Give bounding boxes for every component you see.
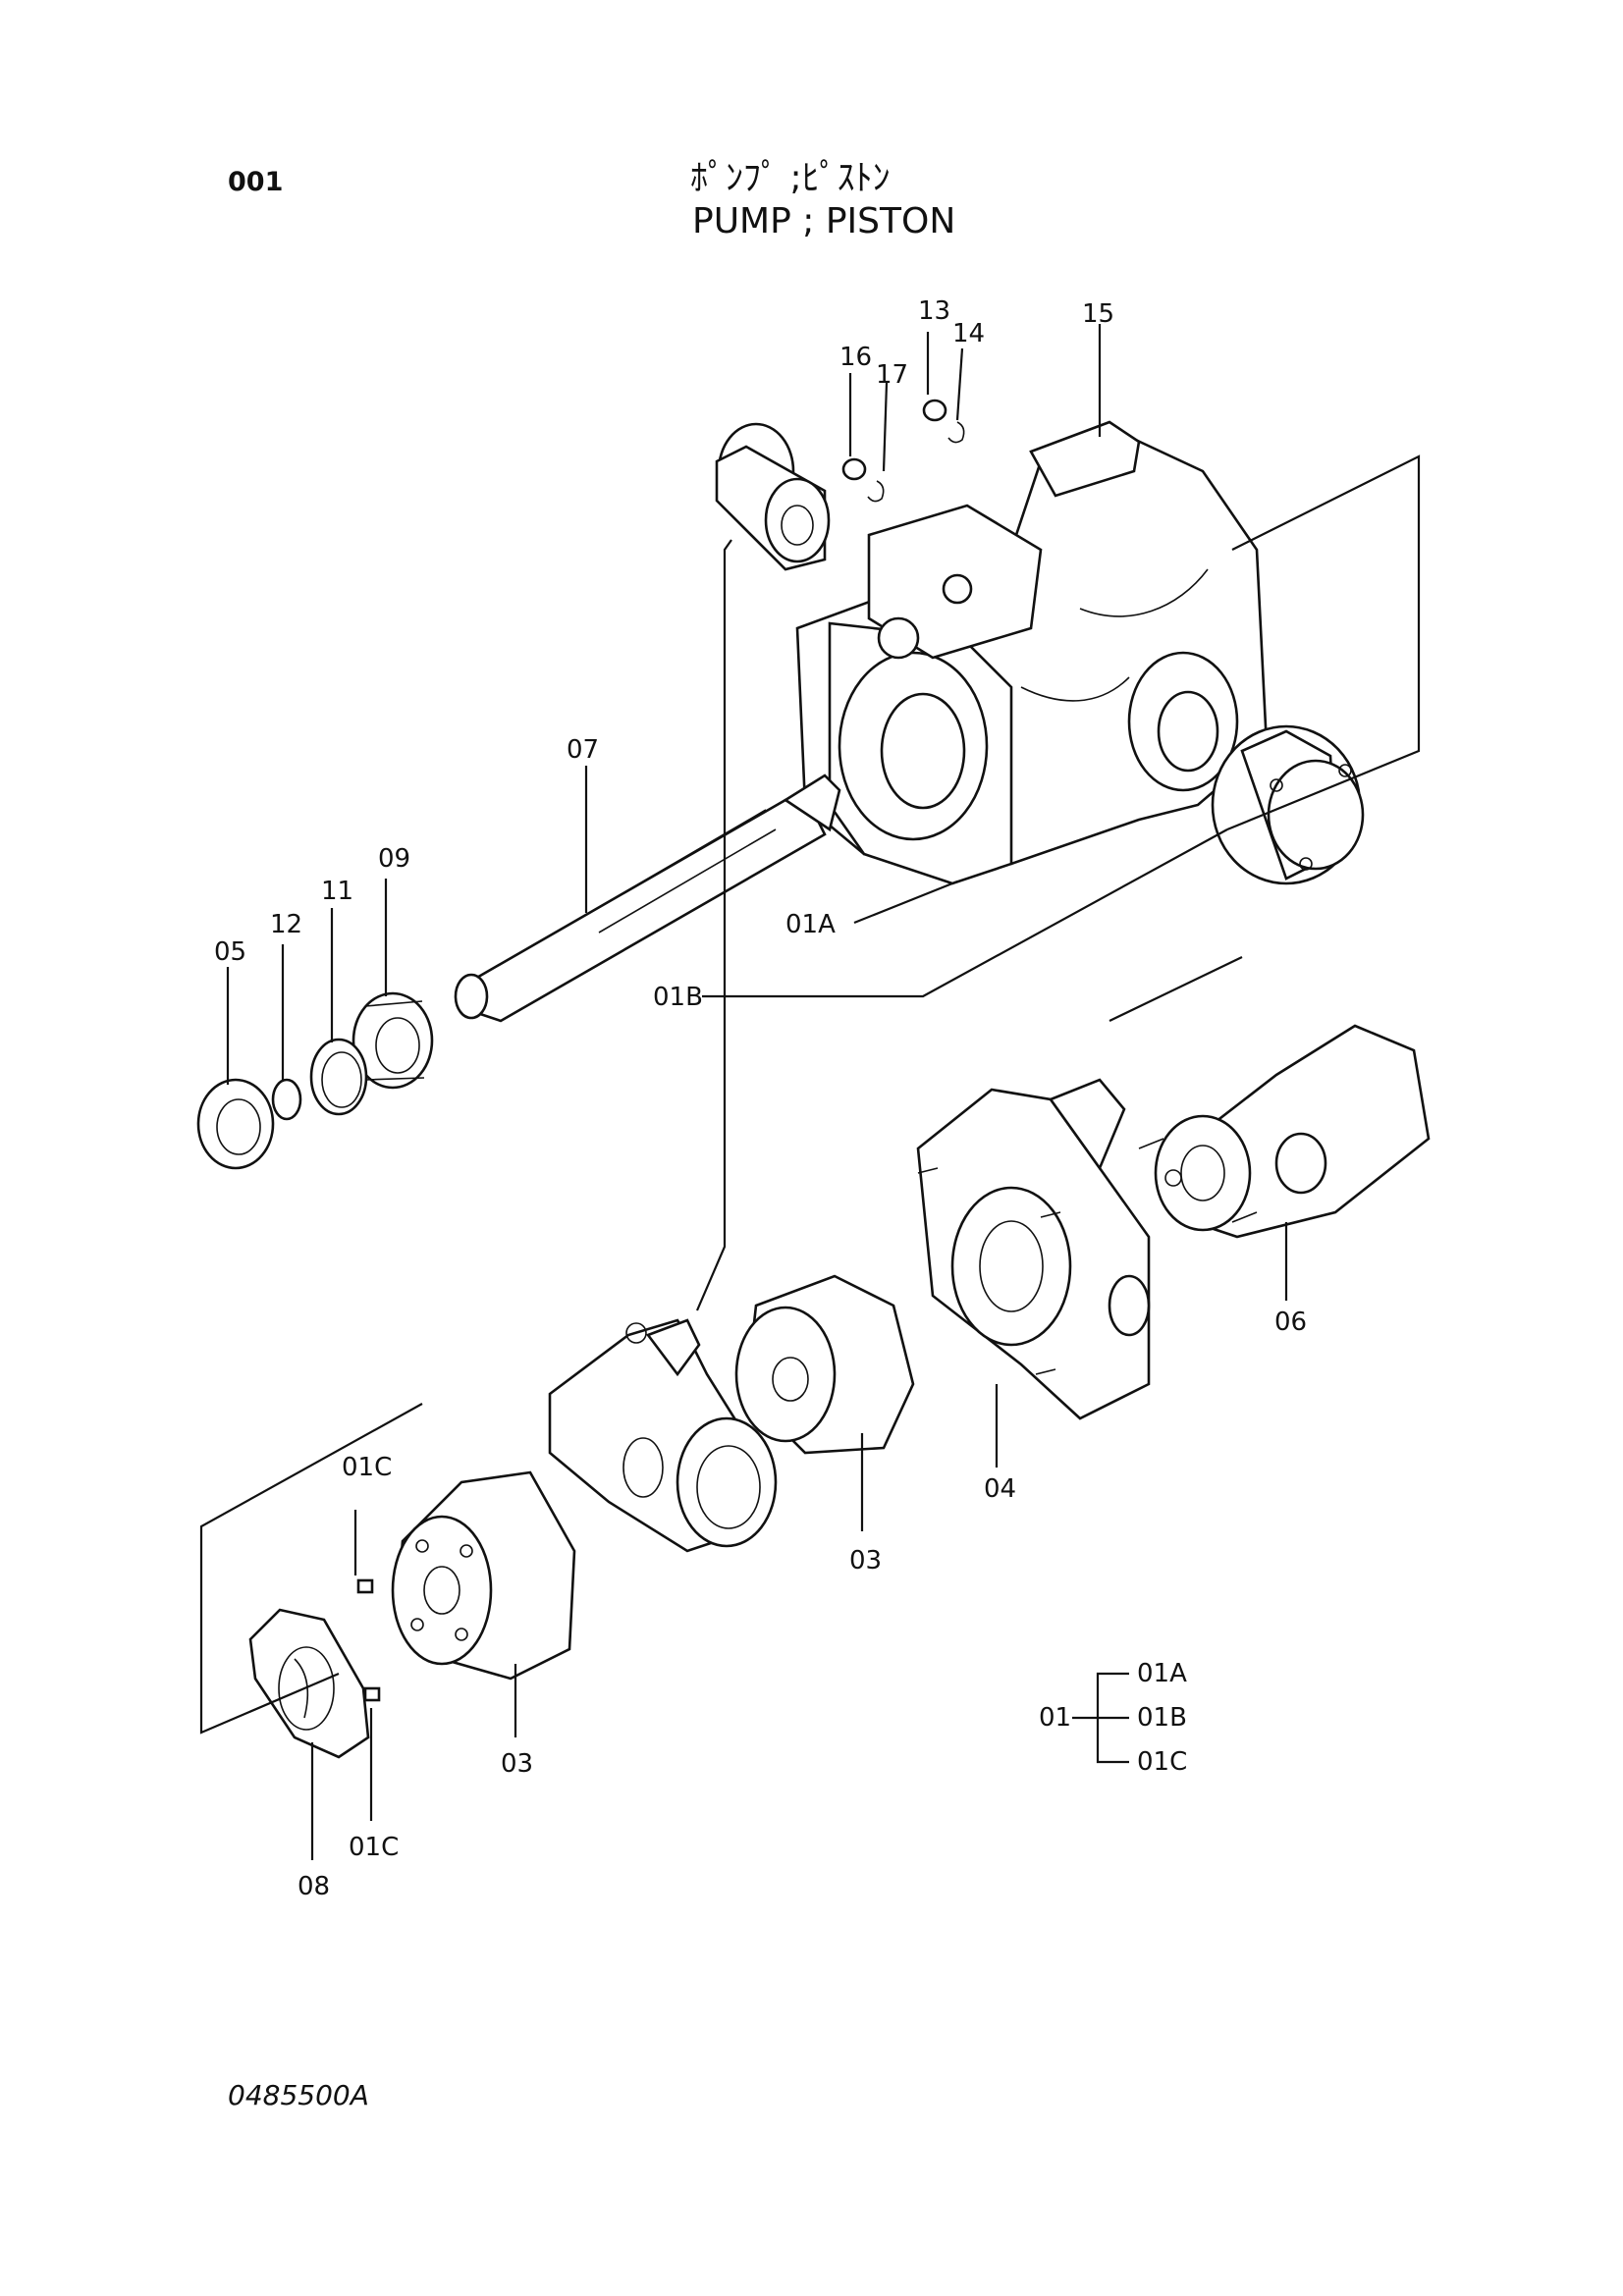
page-id: 001 [228, 167, 284, 197]
callout-03-right: 03 [849, 1546, 882, 1575]
callout-04: 04 [984, 1474, 1016, 1504]
legend-child-01B: 01B [1137, 1703, 1187, 1733]
assembly-legend: 01 01A 01B 01C [1039, 1659, 1187, 1777]
gear-pump [1138, 1024, 1431, 1239]
callout-01B: 01B [653, 983, 703, 1012]
page-title: PUMP ; PISTON [692, 201, 956, 241]
callout-15: 15 [1082, 299, 1114, 329]
drawing-number: 0485500A [228, 2079, 369, 2111]
callout-05: 05 [214, 937, 246, 967]
regulator-piston [715, 422, 831, 571]
pump-housing [795, 420, 1269, 885]
legend-root: 01 [1039, 1703, 1071, 1733]
callout-06: 06 [1274, 1308, 1307, 1337]
callout-13: 13 [918, 296, 950, 326]
callout-12: 12 [270, 910, 302, 939]
snap-ring-12 [271, 1078, 302, 1121]
callout-16: 16 [839, 343, 872, 372]
callout-09: 09 [378, 844, 410, 874]
drive-shaft [454, 774, 841, 1023]
callout-07: 07 [567, 735, 599, 765]
ring-11 [309, 1038, 368, 1116]
callout-03-left: 03 [501, 1749, 533, 1779]
leader-lines [199, 324, 1421, 1860]
callout-14: 14 [952, 319, 985, 348]
bearing-09 [352, 991, 434, 1090]
oil-seal-05 [196, 1078, 275, 1170]
cylinder-block-left [391, 1470, 576, 1681]
valve-block [916, 1078, 1151, 1420]
legend-child-01C: 01C [1137, 1747, 1187, 1777]
callout-11: 11 [321, 877, 353, 906]
callout-01C-bottom: 01C [349, 1833, 399, 1862]
callout-01C-top: 01C [342, 1453, 392, 1482]
swash-plate [548, 1318, 778, 1553]
callout-01A: 01A [785, 910, 836, 939]
legend-child-01A: 01A [1137, 1659, 1187, 1688]
cylinder-block-right [734, 1274, 915, 1455]
small-plugs [841, 399, 965, 503]
valve-plate [248, 1578, 381, 1759]
callout-labels: 13 14 15 16 17 07 09 11 12 05 01A 01B 06… [214, 296, 1307, 1901]
page-title-japanese: ﾎﾟﾝﾌﾟ ;ﾋﾟｽﾄﾝ [690, 158, 891, 198]
callout-08: 08 [298, 1872, 330, 1901]
callout-17: 17 [876, 360, 908, 390]
